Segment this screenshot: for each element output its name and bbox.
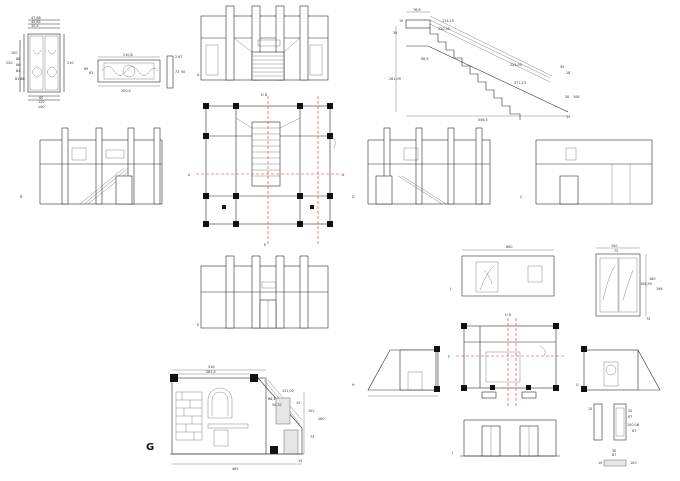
g-dim-d: 88,4	[268, 397, 276, 401]
g-dim-b: 283,5	[206, 370, 216, 374]
view-mark-i1: I	[450, 287, 451, 291]
view-mark-d1: D	[352, 195, 355, 199]
view-mark-f1: F	[448, 355, 450, 359]
cabinet-dim-c: 108,95	[640, 282, 652, 286]
door-dim-w-bot-c: 140	[38, 105, 44, 109]
cabinet-dim-e: 196	[656, 287, 662, 291]
door-dim-h-d: 84	[16, 69, 20, 73]
view-mark-e1: E	[197, 323, 199, 327]
small-plan-axis: H D	[505, 313, 512, 317]
rail-dim-h-a: 89	[84, 67, 88, 71]
floor-plan: H D A A E	[188, 93, 345, 247]
g-dim-h: 260	[318, 417, 324, 421]
elev-i-dim: 600	[506, 245, 512, 249]
plan-axis-bottom: E	[264, 243, 266, 247]
railing-elevation: 210,8 200,5 89 63 2,67 73 50	[84, 53, 185, 93]
cabinet-dim-a: 150	[611, 244, 617, 248]
rail-dim-h-d: 73	[175, 70, 179, 74]
small-dim-a: 15	[588, 407, 592, 411]
stair-dim-o: 15	[566, 115, 570, 119]
small-dim-f: 67	[632, 429, 636, 433]
door-dim-h-c: 86	[16, 63, 20, 67]
elevation-j: J	[451, 419, 560, 457]
section-g-large: 316 283,5 131,02 88,4 50,32 15 102 260 7…	[146, 365, 324, 471]
door-elevation: 47,88 45,85 10,5 100 88 86 84 81,88 220 …	[6, 16, 73, 109]
door-dim-h-b: 88	[16, 57, 20, 61]
door-dim-w-in: 10,5	[31, 24, 39, 28]
elevation-d: D	[352, 127, 491, 205]
small-dim-g: 30	[612, 449, 616, 453]
small-dim-b: 20	[628, 409, 632, 413]
door-dim-w-bot-a: 60	[39, 96, 43, 100]
plan-axis-left: A	[188, 173, 191, 177]
rail-dim-top: 210,8	[123, 53, 133, 57]
view-mark-h1: H	[352, 383, 355, 387]
small-door-details: 15 20 87 100,06 67 30 87 15 100	[588, 403, 639, 467]
small-dim-i: 15	[598, 461, 602, 465]
stair-section: 76,6 15 30 115,15 220,35 98,5 225,05 477…	[389, 8, 579, 122]
elevation-b: B	[20, 127, 163, 205]
door-dim-h-e: 81,88	[15, 77, 25, 81]
stair-dim-b: 15	[399, 19, 403, 23]
stair-dim-e: 220,35	[438, 27, 450, 31]
door-dim-w-top: 47,88	[31, 16, 41, 20]
plan-axis-right: A	[342, 173, 345, 177]
small-dim-h: 87	[612, 453, 616, 457]
door-dim-w-bot-b: 120	[38, 100, 44, 104]
stair-dim-k: 30	[560, 65, 564, 69]
cabinet-dim-b: 75	[614, 249, 618, 253]
small-plan: H D F	[448, 313, 564, 406]
stair-dim-j: 546,5	[478, 118, 488, 122]
view-mark-c1: C	[520, 195, 523, 199]
stair-dim-m: 108	[573, 95, 579, 99]
view-mark-j1: J	[451, 451, 453, 455]
cabinet-dim-f: 75	[646, 317, 650, 321]
stair-dim-l: 18	[566, 71, 570, 75]
stair-dim-h: 477,23	[514, 81, 526, 85]
elevation-i: 600 I	[450, 245, 555, 297]
door-dim-w-mid: 45,85	[31, 20, 41, 24]
door-dim-h-a: 100	[11, 51, 17, 55]
stair-dim-i: 261,09	[389, 77, 401, 81]
g-dim-i: 73	[310, 435, 314, 439]
stair-dim-a: 76,6	[413, 8, 421, 12]
stair-dim-n: 30	[565, 95, 569, 99]
section-g-small: G	[576, 346, 661, 392]
g-dim-k: 465	[232, 467, 238, 471]
rail-dim-h-b: 63	[89, 71, 93, 75]
door-dim-h-f: 220	[6, 61, 12, 65]
g-dim-g: 102	[308, 409, 314, 413]
small-dim-c: 87	[628, 415, 632, 419]
plan-axis-top: H D	[261, 93, 268, 97]
view-mark-b1: B	[20, 195, 23, 199]
door-dim-h-g: 210	[67, 61, 73, 65]
rail-dim-h-e: 50	[181, 70, 185, 74]
g-dim-c: 131,02	[282, 389, 294, 393]
section-h: H	[352, 346, 440, 397]
stair-dim-g: 225,05	[510, 63, 522, 67]
elevation-e: E	[197, 255, 329, 329]
small-dim-j: 100	[630, 461, 636, 465]
elevation-a-top: A	[197, 5, 329, 81]
cabinet-detail: 150 75 108,95 180 196 75	[595, 244, 662, 321]
small-dim-e: 100,06	[627, 423, 639, 427]
g-dim-a: 316	[208, 365, 214, 369]
g-dim-f: 15	[296, 401, 300, 405]
stair-dim-d: 115,15	[442, 19, 454, 23]
rail-dim-h-c: 2,67	[175, 55, 183, 59]
view-mark-g1: G	[576, 383, 579, 387]
elevation-c: C	[520, 139, 653, 205]
g-dim-j: 15	[298, 459, 302, 463]
stair-dim-f: 98,5	[421, 57, 429, 61]
view-mark-a1: A	[197, 73, 200, 77]
stair-dim-c: 30	[393, 31, 397, 35]
rail-dim-bottom: 200,5	[121, 89, 131, 93]
big-section-label: G	[146, 442, 154, 453]
cabinet-dim-d: 180	[649, 277, 655, 281]
g-dim-e: 50,32	[272, 403, 282, 407]
